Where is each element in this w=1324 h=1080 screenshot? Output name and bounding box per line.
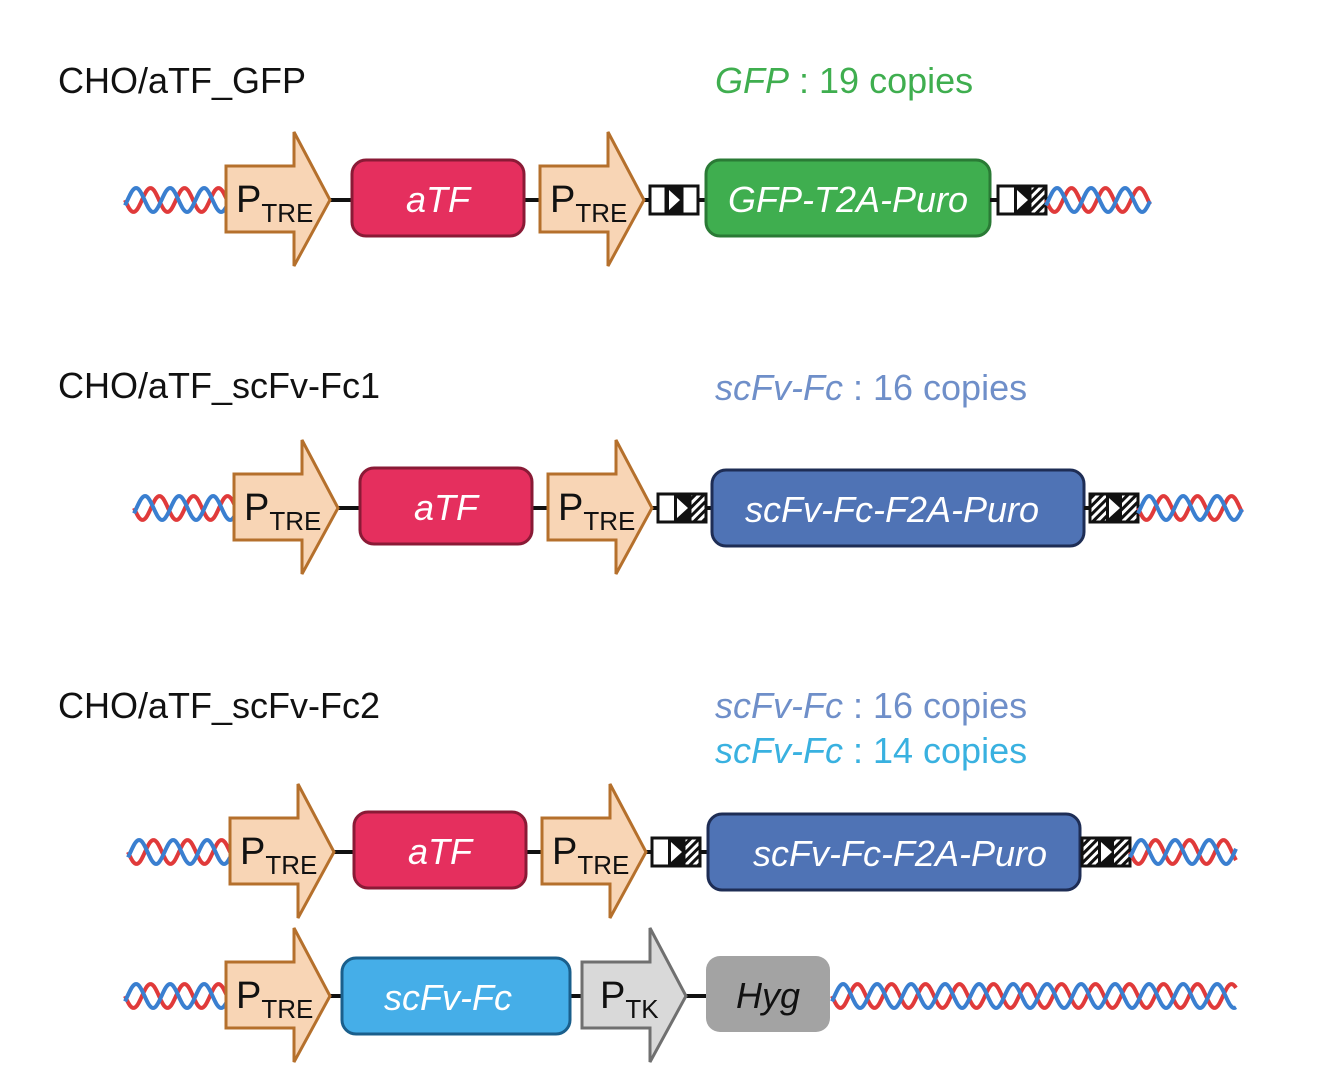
promoter-sub-label: TRE	[261, 198, 313, 228]
copy-separator: :	[843, 685, 873, 726]
promoter-tre: PTRE	[224, 131, 332, 267]
promoter-tre: PTRE	[228, 783, 336, 919]
construct-scfv-fc2: CHO/aTF_scFv-Fc2 scFv-Fc : 16 copies scF…	[58, 685, 1238, 1063]
copy-gene: scFv-Fc	[715, 730, 843, 771]
promoter-tre: PTRE	[538, 131, 646, 267]
recombination-site-right	[996, 184, 1048, 216]
gene-label: scFv-Fc-F2A-Puro	[745, 489, 1039, 530]
gene-box-atf: aTF	[352, 810, 528, 890]
copy-gene: scFv-Fc	[715, 367, 843, 408]
promoter-sub-label: TRE	[269, 506, 321, 536]
copy-number-label: scFv-Fc : 14 copies	[715, 730, 1027, 771]
promoter-tre: PTRE	[540, 783, 648, 919]
copy-gene: GFP	[715, 60, 789, 101]
copy-count: 16 copies	[873, 685, 1027, 726]
svg-text:PTK: PTK	[600, 975, 659, 1024]
promoter-main-label: P	[552, 831, 577, 873]
gene-label: GFP-T2A-Puro	[728, 179, 968, 220]
promoter-sub-label: TRE	[265, 850, 317, 880]
copy-number-label: scFv-Fc : 16 copies	[715, 685, 1027, 726]
copy-count: 19 copies	[819, 60, 973, 101]
copy-separator: :	[843, 730, 873, 771]
promoter-main-label: P	[558, 487, 583, 529]
copy-separator: :	[843, 367, 873, 408]
dna-helix-right	[1136, 493, 1244, 523]
promoter-tre: PTRE	[232, 439, 340, 575]
promoter-main-label: P	[550, 179, 575, 221]
promoter-main-label: P	[236, 975, 261, 1017]
construct-title: CHO/aTF_GFP	[58, 60, 306, 101]
construct-row-puro: PTRE aTF PTRE scFv-Fc-F2A-Puro	[126, 783, 1238, 919]
gene-label: scFv-Fc	[384, 977, 512, 1018]
svg-text:PTRE: PTRE	[244, 487, 321, 536]
gene-box-gfp-t2a-puro: GFP-T2A-Puro	[704, 158, 992, 238]
svg-text:PTRE: PTRE	[236, 975, 313, 1024]
gene-label: Hyg	[736, 975, 800, 1016]
svg-text:PTRE: PTRE	[550, 179, 627, 228]
promoter-tre: PTRE	[224, 927, 332, 1063]
gene-box-atf: aTF	[358, 466, 534, 546]
copy-gene: scFv-Fc	[715, 685, 843, 726]
promoter-tk: PTK	[580, 927, 688, 1063]
dna-helix-left	[132, 493, 238, 523]
gene-box-scfv-fc: scFv-Fc	[340, 956, 572, 1036]
construct-gfp: CHO/aTF_GFP GFP : 19 copies PTRE aTF PTR…	[58, 60, 1152, 267]
recombination-site-right	[1080, 836, 1132, 868]
promoter-main-label: P	[600, 975, 625, 1017]
gene-label: aTF	[414, 487, 480, 528]
promoter-sub-label: TRE	[575, 198, 627, 228]
gene-box-atf: aTF	[350, 158, 526, 238]
promoter-sub-label: TRE	[261, 994, 313, 1024]
promoter-tre: PTRE	[546, 439, 654, 575]
construct-title: CHO/aTF_scFv-Fc1	[58, 365, 380, 406]
svg-text:PTRE: PTRE	[558, 487, 635, 536]
svg-text:PTRE: PTRE	[236, 179, 313, 228]
dna-helix-left	[126, 837, 232, 867]
svg-text:PTRE: PTRE	[552, 831, 629, 880]
construct-scfv-fc1: CHO/aTF_scFv-Fc1 scFv-Fc : 16 copies PTR…	[58, 365, 1244, 575]
dna-helix-left	[123, 981, 230, 1011]
recombination-site-left	[648, 184, 700, 216]
dna-helix-right	[1128, 837, 1238, 867]
promoter-main-label: P	[236, 179, 261, 221]
dna-helix-right	[830, 981, 1238, 1011]
gene-box-hyg: Hyg	[706, 956, 830, 1032]
construct-row-hyg: PTRE scFv-Fc PTK Hyg	[123, 927, 1238, 1063]
dna-helix-left	[123, 185, 230, 215]
construct-title: CHO/aTF_scFv-Fc2	[58, 685, 380, 726]
recombination-site-left	[656, 492, 708, 524]
promoter-sub-label: TK	[625, 994, 659, 1024]
gene-box-scfv-fc-f2a-puro: scFv-Fc-F2A-Puro	[706, 812, 1082, 892]
copy-count: 14 copies	[873, 730, 1027, 771]
copy-number-label: GFP : 19 copies	[715, 60, 973, 101]
promoter-main-label: P	[244, 487, 269, 529]
promoter-sub-label: TRE	[577, 850, 629, 880]
promoter-main-label: P	[240, 831, 265, 873]
gene-label: scFv-Fc-F2A-Puro	[753, 833, 1047, 874]
gene-label: aTF	[406, 179, 472, 220]
promoter-sub-label: TRE	[583, 506, 635, 536]
dna-helix-right	[1044, 185, 1152, 215]
recombination-site-left	[650, 836, 702, 868]
copy-count: 16 copies	[873, 367, 1027, 408]
gene-box-scfv-fc-f2a-puro: scFv-Fc-F2A-Puro	[710, 468, 1086, 548]
svg-text:PTRE: PTRE	[240, 831, 317, 880]
copy-separator: :	[789, 60, 819, 101]
gene-label: aTF	[408, 831, 474, 872]
recombination-site-right	[1088, 492, 1140, 524]
copy-number-label: scFv-Fc : 16 copies	[715, 367, 1027, 408]
